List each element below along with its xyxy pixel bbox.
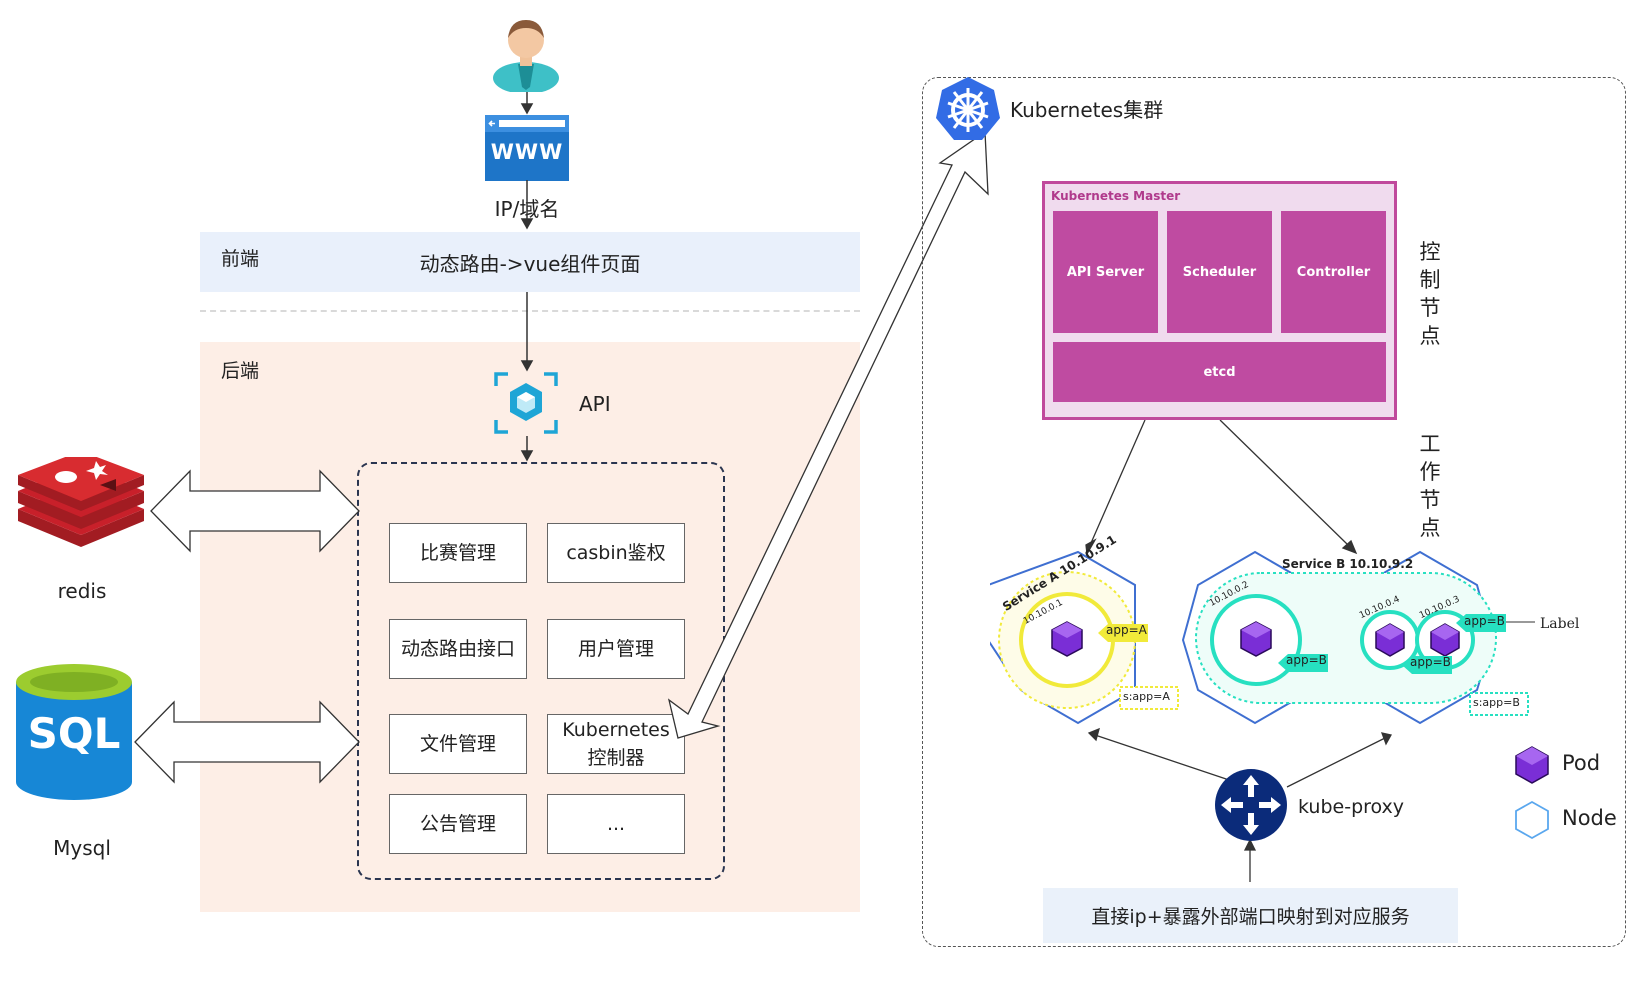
kubernetes-logo-icon	[936, 77, 1000, 140]
module-dynamic-route: 动态路由接口	[389, 619, 527, 679]
service-b-label: Service B 10.10.9.2	[1282, 557, 1414, 571]
zone-divider	[200, 310, 860, 312]
module-casbin: casbin鉴权	[547, 523, 685, 583]
legend-pod-icon	[1515, 746, 1549, 784]
mysql-double-arrow	[134, 700, 360, 784]
api-label: API	[579, 392, 611, 416]
api-icon	[494, 372, 558, 434]
browser-www-text: WWW	[490, 140, 564, 164]
frontend-zone-label: 前端	[221, 248, 260, 270]
k8s-cluster-frame	[922, 77, 1626, 947]
sql-text: SQL	[27, 709, 121, 758]
service-nodes	[990, 550, 1535, 725]
label-app-b-3: app=B	[1464, 614, 1505, 628]
module-competition: 比赛管理	[389, 523, 527, 583]
redis-icon	[18, 457, 144, 547]
k8s-master: Kubernetes Master API Server Scheduler C…	[1042, 181, 1397, 420]
backend-zone-label: 后端	[221, 360, 260, 382]
external-access-text: 直接ip+暴露外部端口映射到对应服务	[1091, 906, 1410, 928]
worker-node-label: 工作节点	[1419, 432, 1441, 540]
module-file: 文件管理	[389, 714, 527, 774]
redis-double-arrow	[150, 469, 360, 553]
selector-a: s:app=A	[1123, 690, 1170, 703]
kube-proxy-label: kube-proxy	[1298, 796, 1405, 818]
label-app-a: app=A	[1106, 623, 1147, 637]
browser-icon	[485, 115, 569, 181]
scheduler-block: Scheduler	[1167, 211, 1272, 333]
user-icon	[493, 20, 559, 92]
module-announcement: 公告管理	[389, 794, 527, 854]
kube-proxy-router-icon	[1215, 769, 1287, 841]
mysql-label: Mysql	[53, 836, 111, 860]
control-node-label: 控制节点	[1419, 240, 1441, 348]
backend-zone	[200, 342, 860, 912]
mysql-database-icon	[16, 664, 132, 800]
legend-pod-label: Pod	[1562, 751, 1601, 775]
k8s-cluster-title: Kubernetes集群	[1010, 98, 1164, 122]
module-more: ...	[547, 794, 685, 854]
legend-node-icon	[1515, 800, 1549, 840]
frontend-content: 动态路由->vue组件页面	[419, 252, 641, 276]
master-title: Kubernetes Master	[1051, 189, 1181, 203]
label-app-b-2: app=B	[1410, 655, 1451, 669]
module-k8s-controller: Kubernetes 控制器	[547, 714, 685, 774]
label-annotation: Label	[1540, 616, 1580, 632]
frontend-zone	[200, 232, 860, 292]
controller-block: Controller	[1281, 211, 1386, 333]
etcd-block: etcd	[1053, 342, 1386, 402]
legend-node-label: Node	[1562, 806, 1617, 830]
pod-icon	[1051, 621, 1083, 657]
module-user: 用户管理	[547, 619, 685, 679]
redis-label: redis	[57, 579, 107, 603]
selector-b: s:app=B	[1473, 696, 1520, 709]
external-access-bar: 直接ip+暴露外部端口映射到对应服务	[1043, 888, 1458, 943]
api-server-block: API Server	[1053, 211, 1158, 333]
label-app-b-1: app=B	[1286, 653, 1327, 667]
